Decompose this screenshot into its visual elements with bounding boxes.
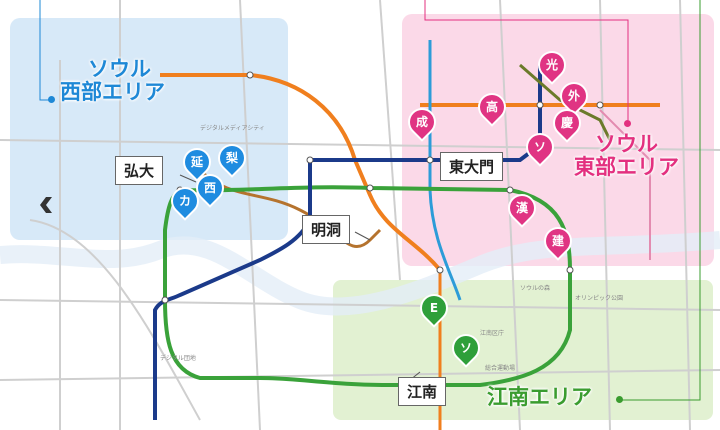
station-label: 総合運動場	[485, 364, 515, 372]
pin-east: 外	[557, 79, 591, 113]
pin-west: 西	[193, 171, 227, 205]
south-area-line1: 江南エリア	[487, 385, 592, 409]
pin-east: 高	[475, 90, 509, 124]
pin-west: 梨	[215, 141, 249, 175]
south-area-label: 江南エリア	[487, 385, 592, 409]
station-label: 江南区庁	[480, 329, 504, 337]
west-area-line2: 西部エリア	[60, 80, 165, 105]
south-area-dot	[616, 396, 623, 403]
east-area-line2: 東部エリア	[574, 155, 679, 180]
east-area-dot	[624, 120, 631, 127]
west-area-label: ソウル 西部エリア	[60, 57, 165, 105]
callout-dongdaemun: 東大門	[440, 152, 504, 181]
pin-south: ソ	[449, 331, 483, 365]
pin-east: 成	[405, 105, 439, 139]
east-area-label: ソウル 東部エリア	[574, 132, 679, 180]
west-area-dot	[48, 96, 55, 103]
station-label: デジタルメディアシティ	[200, 124, 265, 132]
pin-west: 延	[180, 145, 214, 179]
callout-myeongdong: 明洞	[302, 215, 351, 244]
station-label: オリンピック公園	[575, 295, 623, 302]
callout-gangnam: 江南	[398, 377, 447, 406]
pin-east: 漢	[505, 191, 539, 225]
line-2-green	[163, 185, 572, 387]
pin-west: カ	[168, 184, 202, 218]
east-area-zone	[402, 14, 714, 266]
line-4-blue	[428, 40, 462, 301]
callout-hongdae: 弘大	[115, 156, 164, 185]
station-label: デジタル団地	[160, 354, 196, 362]
station-label: ソウルの森	[520, 284, 550, 292]
pin-east: 建	[541, 224, 575, 258]
east-area-line1: ソウル	[595, 132, 658, 156]
line-7-olive	[519, 63, 612, 141]
airplane-icon	[40, 197, 52, 213]
pin-east: ソ	[523, 130, 557, 164]
pin-east: 光	[535, 48, 569, 82]
west-area-line1: ソウル	[88, 57, 151, 81]
pin-south: E	[417, 291, 451, 325]
line-pink-east	[599, 109, 651, 260]
pin-east: 慶	[550, 106, 584, 140]
